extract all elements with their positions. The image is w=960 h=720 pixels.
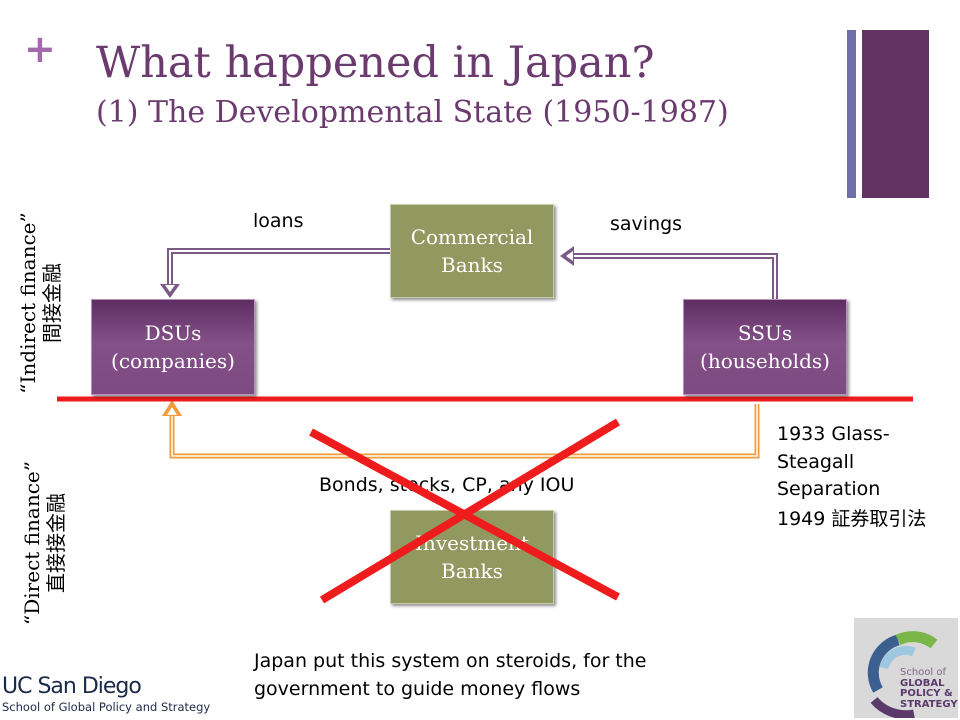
ssus-box: SSUs (households) [683,299,847,395]
cross-line-2 [319,418,621,604]
ucsd-logo-text: UC San Diego [2,674,142,699]
gps-logo: School of GLOBAL POLICY & STRATEGY [854,618,958,718]
indirect-finance-en: “Indirect finance” [16,212,40,394]
gps-logo-line1: School of [900,667,947,678]
accent-bar-thin [847,30,856,198]
direct-finance-jp: 直接接金融 [44,493,68,593]
indirect-finance-label: “Indirect finance” 間接金融 [16,212,64,393]
gps-logo-line3: POLICY & [900,688,953,699]
gps-logo-mark [867,631,938,718]
ucsd-logo: UC San Diego School of Global Policy and… [2,674,211,715]
direct-finance-label: “Direct finance” 直接接金融 [20,461,68,625]
loans-label: loans [253,210,304,232]
direct-finance-en: “Direct finance” [20,461,44,625]
savings-arrow [560,246,778,299]
ucsd-logo-subtitle: School of Global Policy and Strategy [2,700,211,714]
direct-finance-arrow [162,400,760,459]
accent-bar-thick [862,30,929,198]
slide-subtitle: (1) The Developmental State (1950-1987) [96,95,729,130]
investment-banks-box: Investment Banks [390,510,554,604]
plus-icon: + [24,27,56,71]
loans-arrow [160,248,390,298]
commercial-banks-box: Commercial Banks [390,204,554,298]
gps-logo-line4: STRATEGY [900,698,958,710]
slide-title: What happened in Japan? [96,38,655,88]
dsus-box: DSUs (companies) [91,299,255,395]
indirect-finance-jp: 間接金融 [40,263,64,344]
savings-label: savings [610,213,683,235]
gps-logo-line2: GLOBAL [900,677,945,689]
law-1949-note: 1949 証券取引法 [777,508,927,530]
steroids-note: Japan put this system on steroids, for t… [254,650,647,700]
glass-steagall-note: 1933 Glass-Steagall Separation [777,423,890,501]
